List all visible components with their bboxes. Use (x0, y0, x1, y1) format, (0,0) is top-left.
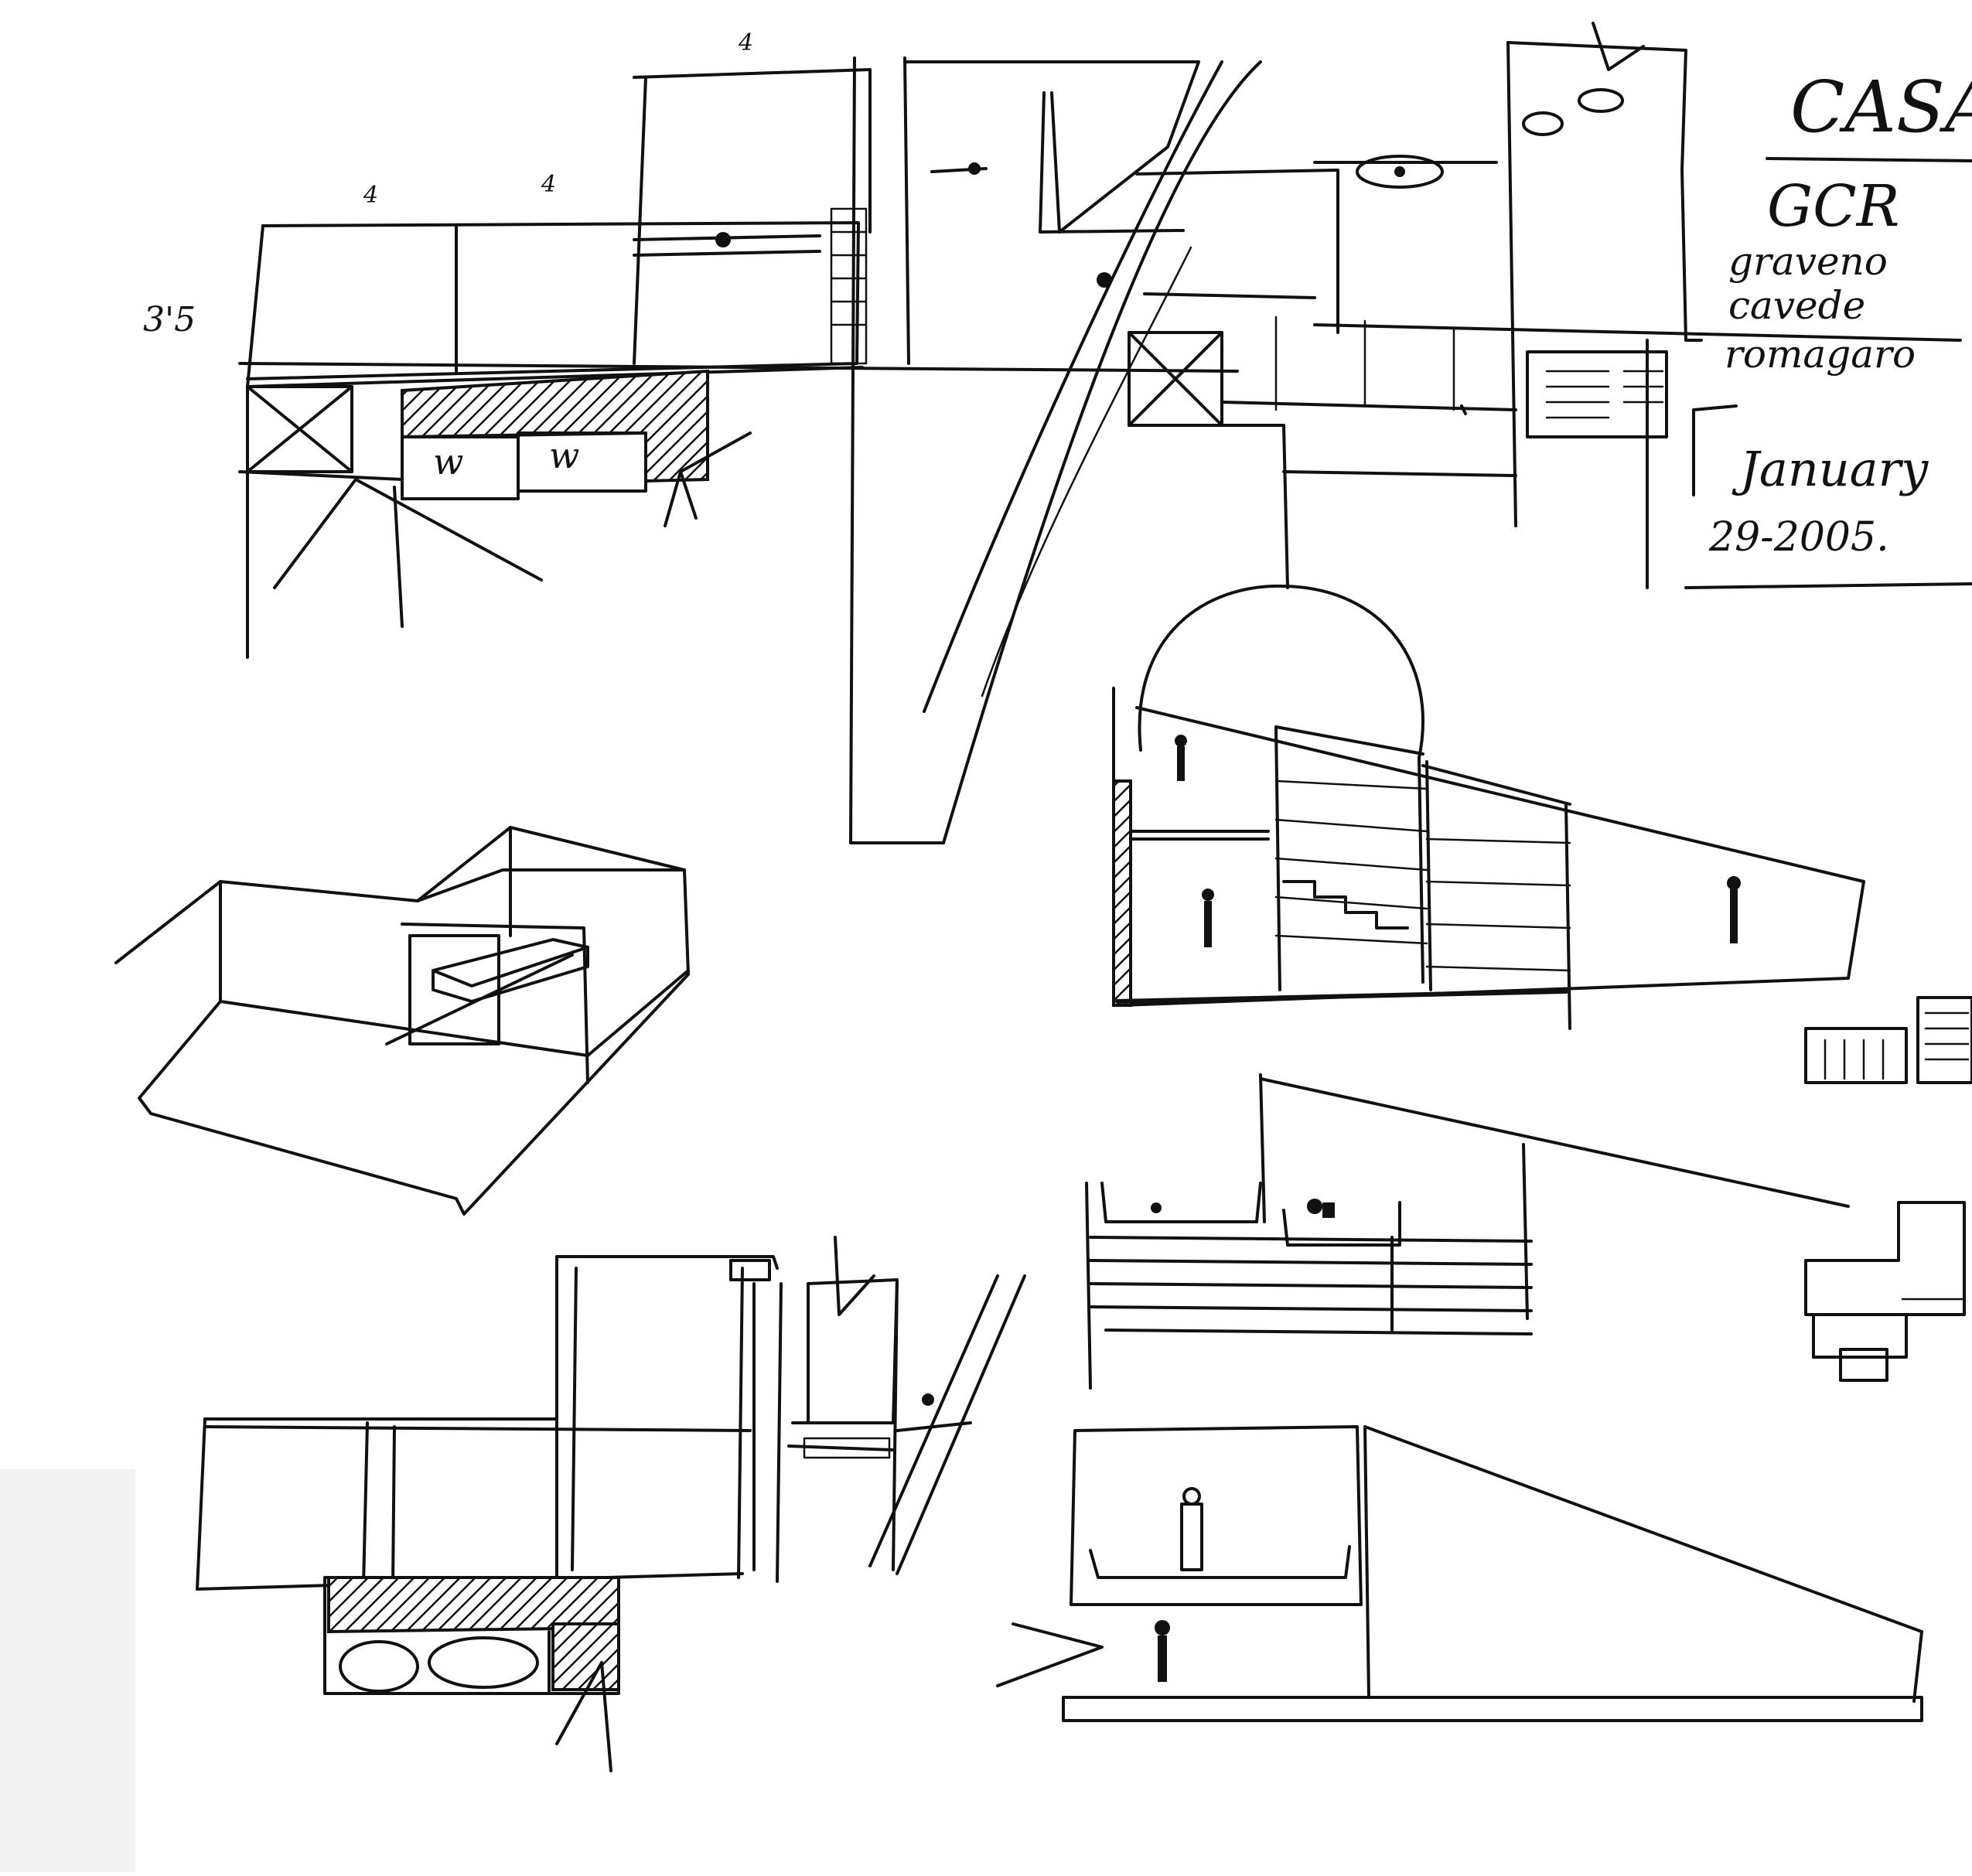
room-label-2: w (549, 435, 579, 476)
page-margin-strip (0, 1469, 135, 1872)
thumbnail-plan (1804, 1201, 1966, 1382)
section-dome (1112, 584, 1865, 1030)
title-block: CASA GCR graveno cavede romagaro January… (1684, 66, 1972, 589)
module-label-2: 4 (363, 182, 378, 209)
floor-plan-bottom (196, 1236, 1026, 1772)
room-label-1: w (433, 441, 463, 483)
axonometric-sketch (114, 826, 690, 1216)
subtitle-label: GCR (1767, 173, 1899, 240)
module-label-1: 4 (738, 29, 753, 56)
date-month: January (1731, 441, 1929, 497)
author-line-2: cavede (1728, 283, 1865, 328)
module-label-3: 4 (541, 171, 556, 198)
floor-plan-top (238, 22, 1962, 844)
section-slope (1085, 1073, 1850, 1390)
thumbnail-elevation (1804, 996, 1972, 1084)
author-line-3: romagaro (1725, 332, 1916, 377)
author-line-1: graveno (1728, 239, 1888, 284)
dimension-label: 3'5 (143, 300, 196, 339)
section-bottom (996, 1425, 1923, 1722)
title-label: CASA (1790, 66, 1972, 148)
date-day-year: 29-2005. (1708, 514, 1889, 561)
